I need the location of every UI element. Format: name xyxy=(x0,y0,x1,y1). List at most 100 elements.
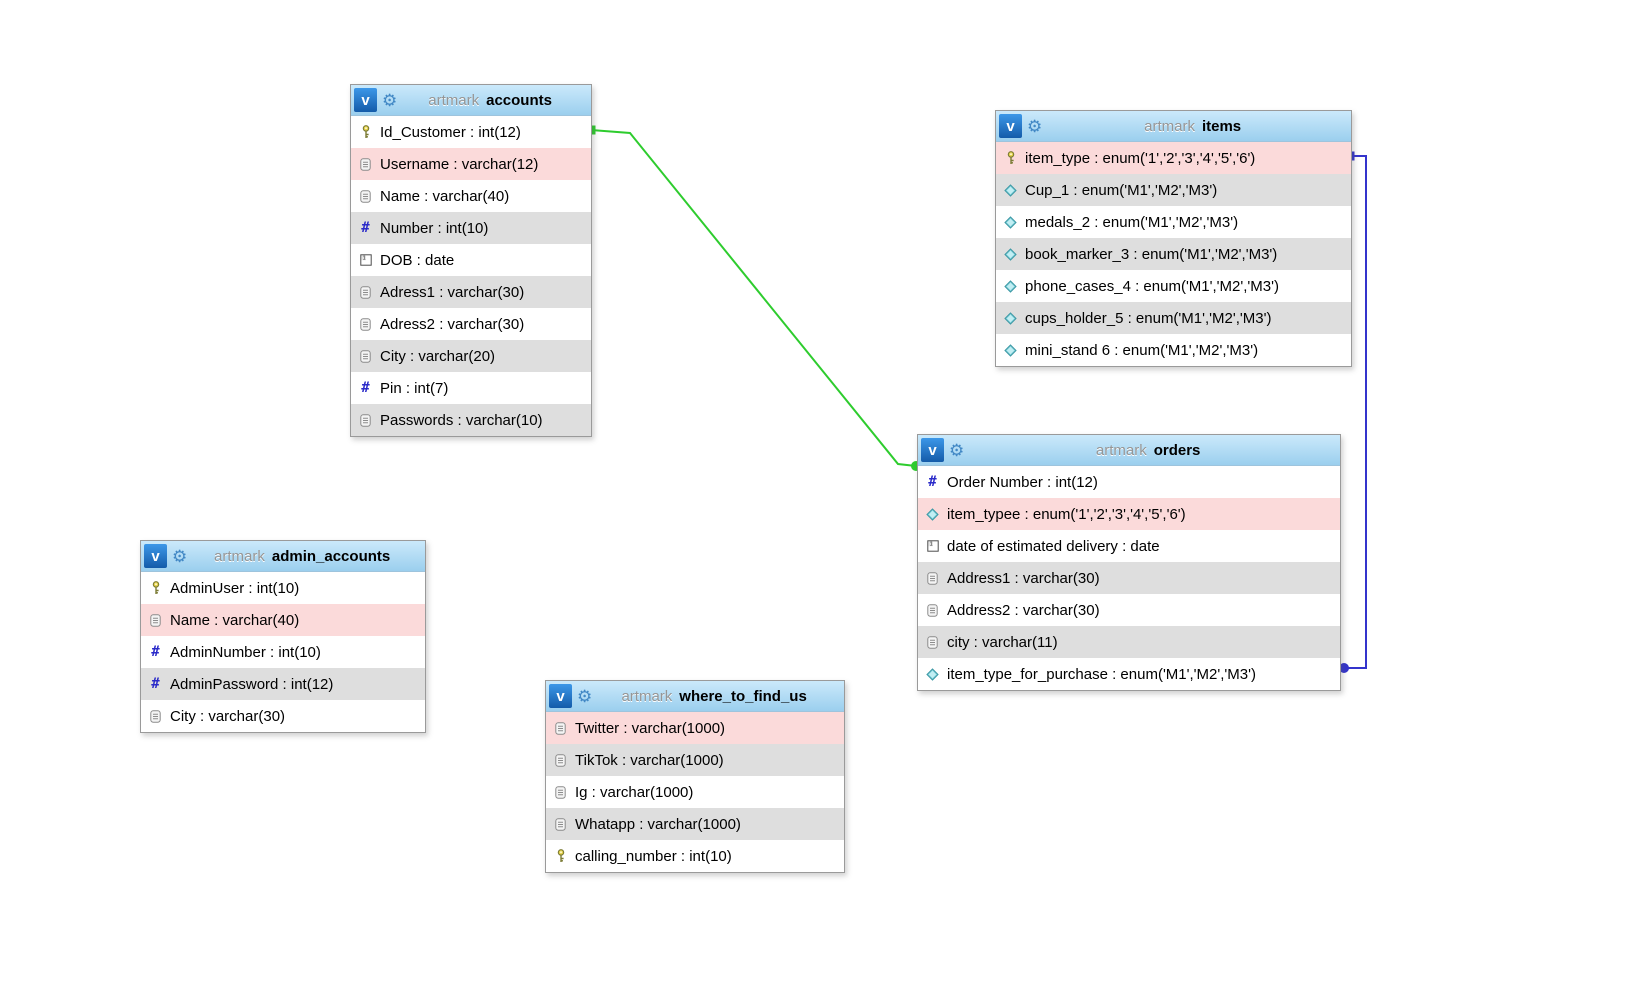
field-row-AdminNumber[interactable]: #AdminNumber : int(10) xyxy=(141,636,425,668)
field-row-mini_stand_6[interactable]: mini_stand 6 : enum('M1','M2','M3') xyxy=(996,334,1351,366)
field-label: Name : varchar(40) xyxy=(380,187,510,205)
collapse-v-icon[interactable]: v xyxy=(999,114,1022,138)
gear-icon[interactable]: ⚙ xyxy=(382,90,398,110)
field-label: City : varchar(30) xyxy=(170,707,286,725)
diamond-icon xyxy=(1003,215,1018,229)
gear-icon[interactable]: ⚙ xyxy=(949,440,965,460)
key-icon xyxy=(1003,151,1018,165)
key-icon xyxy=(553,849,568,863)
field-row-AdminPassword[interactable]: #AdminPassword : int(12) xyxy=(141,668,425,700)
table-fields: item_type : enum('1','2','3','4','5','6'… xyxy=(996,142,1351,366)
text-icon xyxy=(925,603,940,617)
field-row-Name[interactable]: Name : varchar(40) xyxy=(351,180,591,212)
field-row-item_type_for_purchase[interactable]: item_type_for_purchase : enum('M1','M2',… xyxy=(918,658,1340,690)
field-row-Address2[interactable]: Address2 : varchar(30) xyxy=(918,594,1340,626)
database-name: artmark xyxy=(428,91,480,109)
field-label: Cup_1 : enum('M1','M2','M3') xyxy=(1025,181,1218,199)
hash-icon: # xyxy=(361,380,370,396)
collapse-v-icon[interactable]: v xyxy=(144,544,167,568)
field-label: Ig : varchar(1000) xyxy=(575,783,694,801)
diamond-icon xyxy=(925,507,940,521)
field-row-City[interactable]: City : varchar(30) xyxy=(141,700,425,732)
field-row-date_of_estimated_delivery[interactable]: 1 date of estimated delivery : date xyxy=(918,530,1340,562)
field-row-Number[interactable]: #Number : int(10) xyxy=(351,212,591,244)
svg-text:1: 1 xyxy=(929,542,932,548)
field-row-Whatapp[interactable]: Whatapp : varchar(1000) xyxy=(546,808,844,840)
field-row-Ig[interactable]: Ig : varchar(1000) xyxy=(546,776,844,808)
field-row-item_typee[interactable]: item_typee : enum('1','2','3','4','5','6… xyxy=(918,498,1340,530)
table-fields: #Order Number : int(12)item_typee : enum… xyxy=(918,466,1340,690)
collapse-v-icon[interactable]: v xyxy=(549,684,572,708)
gear-icon[interactable]: ⚙ xyxy=(577,686,593,706)
field-row-book_marker_3[interactable]: book_marker_3 : enum('M1','M2','M3') xyxy=(996,238,1351,270)
hash-icon: # xyxy=(151,676,160,692)
field-row-Username[interactable]: Username : varchar(12) xyxy=(351,148,591,180)
diamond-icon xyxy=(1003,247,1018,261)
table-fields: AdminUser : int(10)Name : varchar(40)#Ad… xyxy=(141,572,425,732)
key-icon xyxy=(358,125,373,139)
field-row-Adress2[interactable]: Adress2 : varchar(30) xyxy=(351,308,591,340)
database-name: artmark xyxy=(621,687,673,705)
field-label: calling_number : int(10) xyxy=(575,847,732,865)
field-row-city[interactable]: city : varchar(11) xyxy=(918,626,1340,658)
field-label: Order Number : int(12) xyxy=(947,473,1098,491)
field-row-calling_number[interactable]: calling_number : int(10) xyxy=(546,840,844,872)
field-label: Adress2 : varchar(30) xyxy=(380,315,525,333)
gear-icon[interactable]: ⚙ xyxy=(172,546,188,566)
text-icon xyxy=(148,613,163,627)
table-name: admin_accounts xyxy=(271,547,391,565)
field-label: Number : int(10) xyxy=(380,219,489,237)
collapse-v-icon[interactable]: v xyxy=(921,438,944,462)
field-label: date of estimated delivery : date xyxy=(947,537,1160,555)
field-row-City[interactable]: City : varchar(20) xyxy=(351,340,591,372)
field-row-Id_Customer[interactable]: Id_Customer : int(12) xyxy=(351,116,591,148)
field-label: cups_holder_5 : enum('M1','M2','M3') xyxy=(1025,309,1272,327)
field-row-item_type[interactable]: item_type : enum('1','2','3','4','5','6'… xyxy=(996,142,1351,174)
field-label: item_type : enum('1','2','3','4','5','6'… xyxy=(1025,149,1256,167)
field-label: Twitter : varchar(1000) xyxy=(575,719,726,737)
field-label: DOB : date xyxy=(380,251,455,269)
field-row-Pin[interactable]: #Pin : int(7) xyxy=(351,372,591,404)
field-label: item_type_for_purchase : enum('M1','M2',… xyxy=(947,665,1256,683)
text-icon xyxy=(358,189,373,203)
field-row-Passwords[interactable]: Passwords : varchar(10) xyxy=(351,404,591,436)
field-label: Whatapp : varchar(1000) xyxy=(575,815,741,833)
diamond-icon xyxy=(1003,311,1018,325)
field-label: mini_stand 6 : enum('M1','M2','M3') xyxy=(1025,341,1259,359)
table-name: where_to_find_us xyxy=(679,687,807,705)
text-icon xyxy=(553,817,568,831)
relation-accounts-orders-line xyxy=(590,129,917,467)
table-header[interactable]: v ⚙ artmark where_to_find_us xyxy=(546,681,844,712)
gear-icon[interactable]: ⚙ xyxy=(1027,116,1043,136)
field-row-Twitter[interactable]: Twitter : varchar(1000) xyxy=(546,712,844,744)
field-row-Name[interactable]: Name : varchar(40) xyxy=(141,604,425,636)
text-icon xyxy=(148,709,163,723)
collapse-v-icon[interactable]: v xyxy=(354,88,377,112)
field-row-TikTok[interactable]: TikTok : varchar(1000) xyxy=(546,744,844,776)
field-label: Address1 : varchar(30) xyxy=(947,569,1100,587)
field-label: phone_cases_4 : enum('M1','M2','M3') xyxy=(1025,277,1279,295)
field-row-phone_cases_4[interactable]: phone_cases_4 : enum('M1','M2','M3') xyxy=(996,270,1351,302)
field-row-cups_holder_5[interactable]: cups_holder_5 : enum('M1','M2','M3') xyxy=(996,302,1351,334)
field-row-AdminUser[interactable]: AdminUser : int(10) xyxy=(141,572,425,604)
field-row-Adress1[interactable]: Adress1 : varchar(30) xyxy=(351,276,591,308)
table-name: items xyxy=(1201,117,1242,135)
field-row-Order_Number[interactable]: #Order Number : int(12) xyxy=(918,466,1340,498)
table-name: orders xyxy=(1153,441,1201,459)
field-row-medals_2[interactable]: medals_2 : enum('M1','M2','M3') xyxy=(996,206,1351,238)
field-row-Address1[interactable]: Address1 : varchar(30) xyxy=(918,562,1340,594)
field-label: City : varchar(20) xyxy=(380,347,496,365)
hash-icon: # xyxy=(151,644,160,660)
table-where_to_find_us: v ⚙ artmark where_to_find_us Twitter : va… xyxy=(545,680,845,873)
field-row-Cup_1[interactable]: Cup_1 : enum('M1','M2','M3') xyxy=(996,174,1351,206)
